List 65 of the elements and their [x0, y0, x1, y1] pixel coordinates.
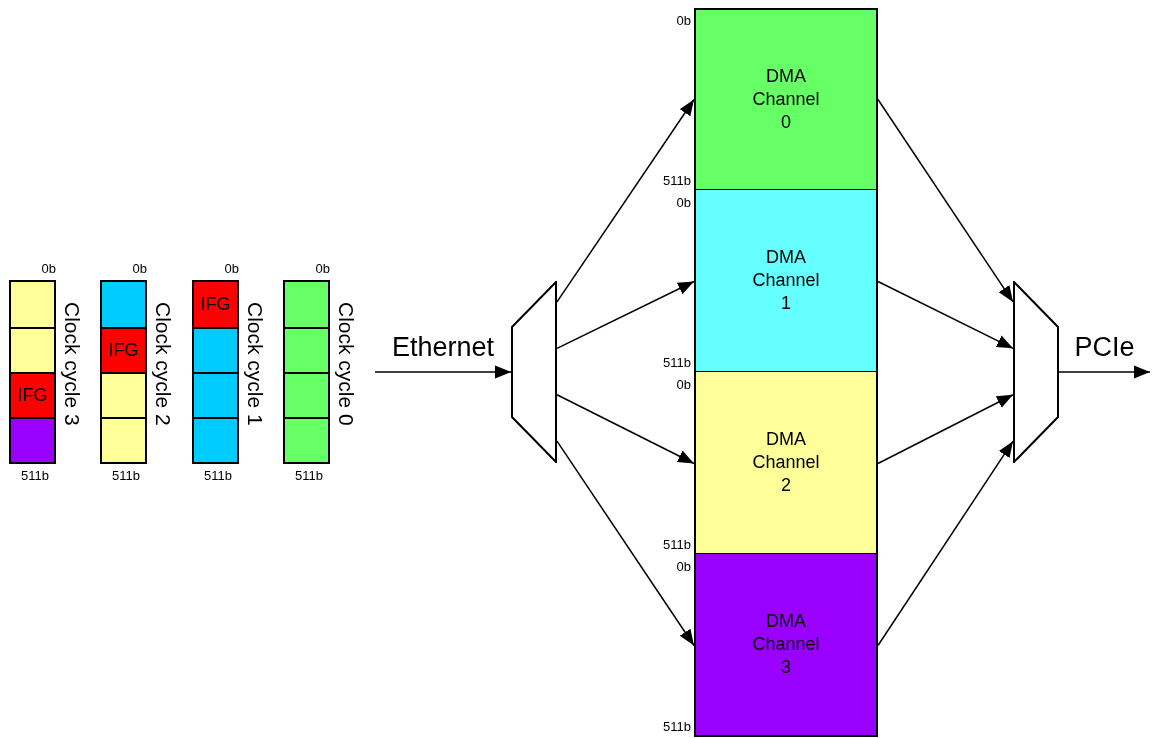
cell-label: IFG — [17, 385, 48, 406]
data-cell — [11, 282, 54, 327]
bit-index: 0b — [314, 262, 330, 275]
column-title: Clock cycle 0 — [336, 302, 357, 426]
data-cell — [102, 372, 145, 417]
channel-label: DMA Channel 3 — [751, 610, 821, 679]
data-cell — [285, 417, 328, 462]
edge-label: PCIe — [1074, 334, 1135, 361]
arrow — [556, 440, 695, 647]
bit-index: 511b — [21, 469, 49, 482]
bit-index: 511b — [295, 469, 323, 482]
data-cell — [102, 327, 145, 372]
word-column — [283, 280, 330, 464]
channel-box — [694, 372, 878, 555]
word-column — [192, 280, 239, 464]
arrow — [556, 394, 695, 465]
word-column — [9, 280, 56, 464]
bit-index: 0b — [40, 262, 56, 275]
multiplexer — [1013, 281, 1059, 463]
data-cell — [102, 417, 145, 462]
data-cell — [11, 417, 54, 462]
channel-label: DMA Channel 0 — [751, 65, 821, 134]
bit-index: 0b — [675, 378, 691, 391]
bit-index: 511b — [112, 469, 140, 482]
data-cell — [285, 372, 328, 417]
channel-label: DMA Channel 1 — [751, 246, 821, 315]
demultiplexer — [511, 281, 557, 463]
data-cell — [194, 282, 237, 327]
data-cell — [11, 327, 54, 372]
column-title: Clock cycle 2 — [153, 302, 174, 426]
data-cell — [285, 327, 328, 372]
bit-index: 0b — [223, 262, 239, 275]
data-cell — [194, 327, 237, 372]
bit-index: 511b — [662, 174, 691, 187]
word-column — [100, 280, 147, 464]
arrow — [556, 280, 695, 350]
edge-label: Ethernet — [392, 334, 495, 361]
cell-label: IFG — [108, 340, 139, 361]
bit-index: 0b — [675, 14, 691, 27]
arrow — [556, 98, 695, 303]
bit-index: 0b — [131, 262, 147, 275]
data-cell — [102, 282, 145, 327]
bit-index: 511b — [662, 720, 691, 733]
bit-index: 511b — [662, 538, 691, 551]
channel-box — [694, 554, 878, 737]
bit-index: 511b — [662, 356, 691, 369]
cell-label: IFG — [200, 294, 231, 315]
data-cell — [11, 372, 54, 417]
bit-index: 0b — [675, 560, 691, 573]
data-cell — [285, 282, 328, 327]
column-title: Clock cycle 3 — [62, 302, 83, 426]
arrow — [1058, 365, 1151, 379]
arrow — [877, 394, 1014, 465]
arrow — [877, 440, 1014, 647]
bit-index: 0b — [675, 196, 691, 209]
channel-label: DMA Channel 2 — [751, 428, 821, 497]
channel-box — [694, 8, 878, 191]
arrow — [877, 98, 1014, 303]
data-cell — [194, 417, 237, 462]
data-cell — [194, 372, 237, 417]
bit-index: 511b — [204, 469, 232, 482]
column-title: Clock cycle 1 — [245, 302, 266, 426]
channel-box — [694, 190, 878, 373]
arrow — [877, 280, 1014, 350]
arrow — [374, 365, 512, 379]
